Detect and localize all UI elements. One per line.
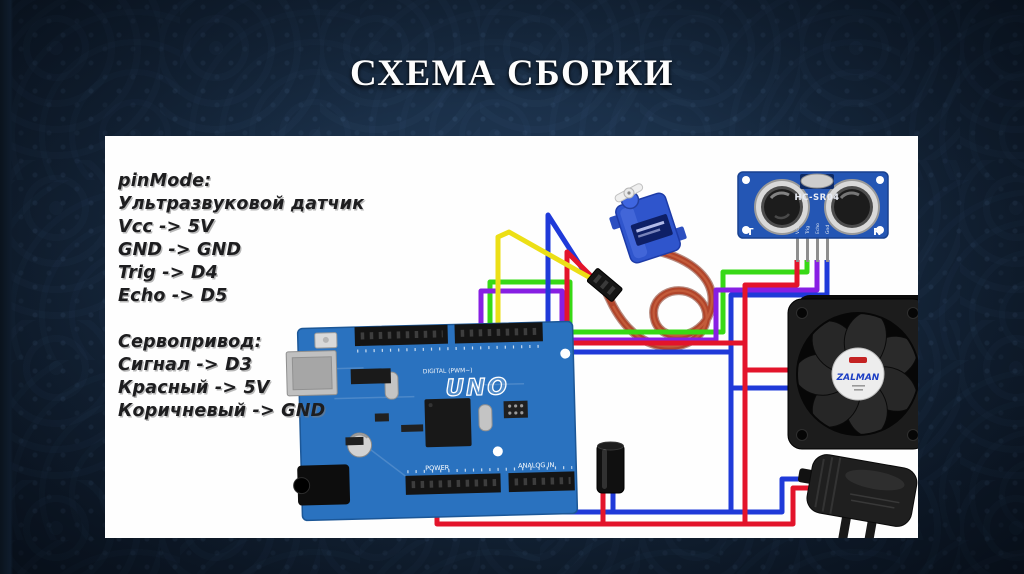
digital-header-left (354, 324, 448, 347)
sensor-pin-label: Echo (815, 223, 821, 234)
sensor-r-label: R (873, 227, 881, 238)
note-line (118, 308, 364, 331)
diagram-panel: pinMode: Ультразвуковой датчик Vcc -> 5V… (105, 136, 918, 538)
note-line: Echo -> D5 (118, 286, 228, 306)
sensor-pin-label: Trig (805, 226, 811, 235)
note-line: Сервопривод: (118, 332, 262, 352)
ultrasonic-sensor: HC-SR04 Vcc Trig Echo Gnd T R (737, 171, 889, 262)
cooling-fan: ZALMAN (787, 295, 918, 450)
wire-5v-red (742, 260, 800, 524)
pin-notes: pinMode: Ультразвуковой датчик Vcc -> 5V… (118, 170, 364, 423)
wire-gnd-blue (728, 260, 830, 512)
analog-pins-label: ANALOG IN (518, 461, 554, 470)
wire-signal-yellow (495, 229, 596, 334)
note-line: Vcc -> 5V (118, 217, 214, 237)
fan-brand-label: ZALMAN (836, 373, 880, 383)
servo-motor (609, 183, 687, 264)
sensor-pin (796, 238, 799, 262)
icsp-header (503, 400, 528, 419)
fan-logo-mark (849, 357, 867, 363)
wire-gnd-blue (545, 212, 731, 355)
servo-connector (586, 268, 623, 302)
transducer-transmitter (754, 179, 810, 235)
sensor-pin-label: Vcc (795, 225, 801, 234)
wire-echo-purple (478, 260, 820, 343)
sensor-pin-label: Gnd (825, 225, 831, 234)
capacitor (596, 441, 625, 494)
plug-prong (837, 514, 851, 538)
power-adapter (797, 454, 918, 538)
crystal-oscillator (478, 404, 493, 432)
servo-cable (599, 247, 717, 352)
note-line: GND -> GND (118, 240, 242, 260)
atmega-chip (424, 398, 472, 448)
sensor-model-label: HC-SR04 (794, 193, 839, 203)
fan-hub-sticker (831, 347, 885, 401)
fan-screw-hole (907, 307, 918, 319)
note-line: Сигнал -> D3 (118, 355, 253, 375)
wire-5v-red (564, 249, 745, 346)
note-line: Trig -> D4 (118, 263, 218, 283)
power-pins-label: POWER (425, 464, 450, 473)
sensor-t-label: T (747, 227, 754, 238)
wire-trig-green (487, 260, 810, 335)
wiring-diagram: UNO DIGITAL (PWM~) POWER ANALOG IN (285, 171, 918, 538)
note-line: Коричневый -> GND (118, 401, 326, 421)
note-line: Ультразвуковой датчик (118, 194, 365, 214)
sensor-crystal (800, 173, 834, 189)
arduino-board: UNO DIGITAL (PWM~) POWER ANALOG IN (285, 320, 579, 522)
interface-ic (350, 368, 391, 385)
barrel-jack (297, 464, 351, 506)
transducer-receiver (824, 179, 880, 235)
fan-screw-hole (907, 429, 918, 441)
fan-screw-hole (796, 429, 808, 441)
note-line: pinMode: (118, 171, 212, 191)
fan-screw-hole (796, 307, 808, 319)
power-header (405, 473, 501, 495)
sensor-pin (816, 238, 819, 262)
slide-title: СХЕМА СБОРКИ (350, 53, 674, 94)
note-line: Красный -> 5V (118, 378, 270, 398)
slide-left-edge (0, 0, 13, 574)
sensor-pin (826, 238, 829, 262)
digital-pins-label: DIGITAL (PWM~) (423, 367, 473, 375)
arduino-uno-label: UNO (445, 374, 509, 402)
wires (434, 212, 830, 527)
sensor-pin (806, 238, 809, 262)
adapter-body (806, 454, 918, 527)
